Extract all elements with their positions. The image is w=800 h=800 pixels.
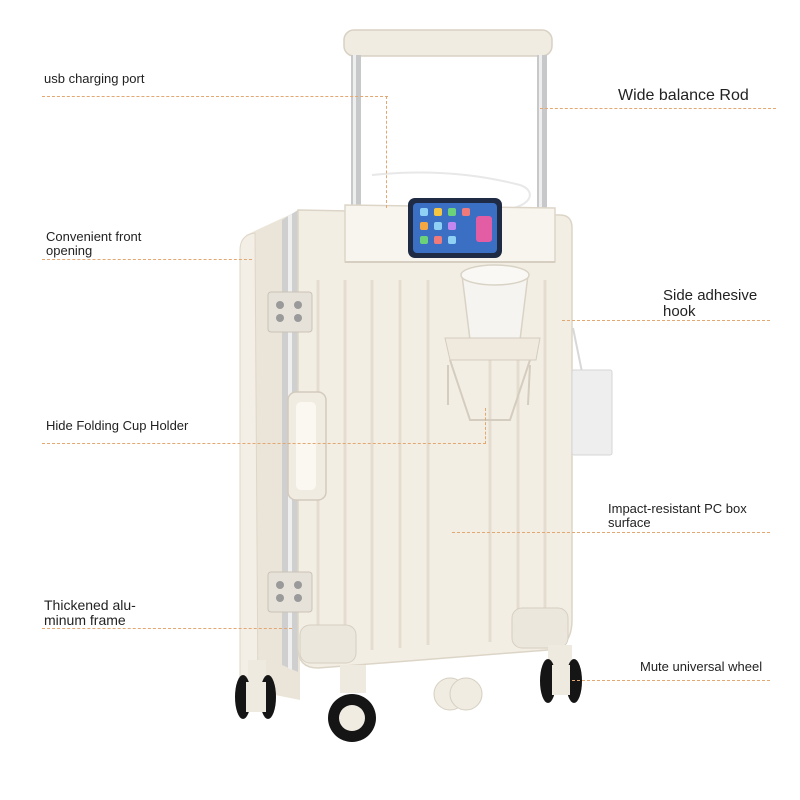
label-pc-surface: Impact-resistant PC box surface: [608, 501, 747, 530]
label-side-hook: Side adhesive hook: [663, 287, 758, 320]
leader-alu-frame: [42, 628, 292, 629]
phone: [408, 198, 502, 258]
leader-cup-holder-vertical: [485, 408, 486, 444]
wheel-front-center: [433, 677, 483, 711]
label-mute-wheel: Mute universal wheel: [640, 659, 763, 674]
lock-bottom: [267, 571, 313, 613]
leader-wheel: [572, 680, 770, 681]
front-shell: [297, 209, 573, 669]
leader-pc-surface: [452, 532, 770, 533]
label-alu-frame: Thickened alu-minum frame: [44, 597, 136, 628]
usb-cable: [371, 171, 531, 211]
wheel-front-left: [328, 665, 376, 742]
hanging-bag: [571, 369, 613, 456]
telescopic-handle: [343, 29, 553, 240]
wheel-back-right: [540, 645, 582, 703]
leader-side-hook: [562, 320, 770, 321]
cup-holder: [444, 264, 541, 421]
lock-top: [267, 291, 313, 333]
label-front-opening: Convenient front opening: [46, 229, 142, 258]
hook-strap: [572, 327, 583, 373]
corner-guard-left: [299, 624, 357, 664]
leader-usb-vertical: [386, 96, 387, 208]
wheel-back-left: [235, 660, 276, 719]
label-balance-rod: Wide balance Rod: [618, 87, 749, 104]
label-usb-charging-port: usb charging port: [44, 71, 145, 86]
leader-cup-holder: [42, 443, 486, 444]
leader-balance-rod: [540, 108, 776, 109]
leader-usb: [42, 96, 388, 97]
label-cup-holder: Hide Folding Cup Holder: [46, 418, 189, 433]
corner-guard-right: [511, 607, 569, 649]
leader-front-opening: [42, 259, 252, 260]
